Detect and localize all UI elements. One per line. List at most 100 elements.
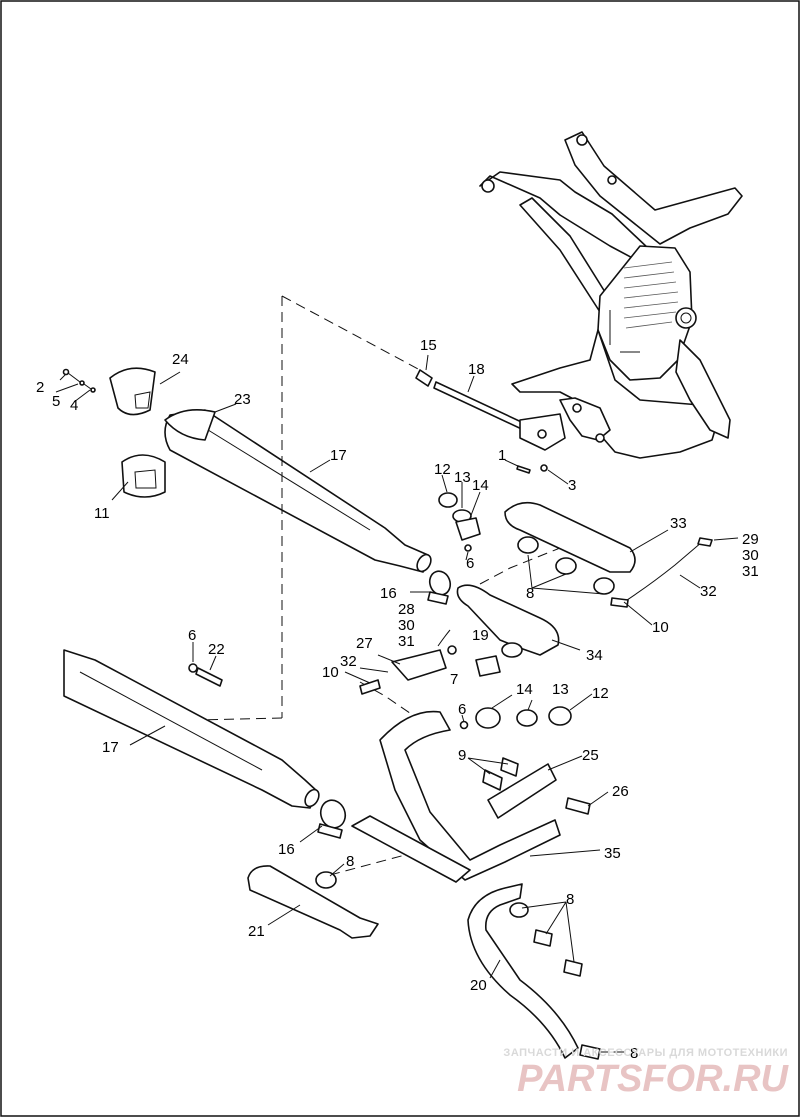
spring-8-f: [563, 959, 583, 977]
clamp-8-a: [517, 536, 539, 554]
label-34: 34: [586, 647, 603, 664]
label-8-left: 8: [346, 853, 354, 870]
watermark-tagline: ЗАПЧАСТИ И АКСЕССУАРЫ ДЛЯ МОТОТЕХНИКИ: [503, 1047, 788, 1059]
label-19: 19: [472, 627, 489, 644]
washer-3: [540, 464, 548, 472]
gasket-12-upper: [438, 492, 458, 508]
label-9: 9: [458, 747, 466, 764]
sensor-cable-mid: [437, 629, 451, 647]
label-8-upper: 8: [526, 585, 534, 602]
label-24: 24: [172, 351, 189, 368]
upper-muffler: [164, 409, 432, 573]
stud-22: [195, 667, 223, 687]
label-27: 27: [356, 635, 373, 652]
leader-lines: [55, 354, 739, 1053]
label-6-left: 6: [188, 627, 196, 644]
label-4: 4: [70, 397, 78, 414]
heat-shield-33: [504, 501, 636, 573]
lower-muffler: [63, 649, 320, 809]
label-6-upper: 6: [466, 555, 474, 572]
heat-shield-27: [391, 649, 447, 681]
spring-8-e: [533, 929, 553, 947]
label-28: 28: [398, 601, 415, 618]
gasket-12-lower: [548, 706, 572, 726]
label-6-middle: 6: [458, 701, 466, 718]
label-30-right: 30: [742, 547, 759, 564]
label-35: 35: [604, 845, 621, 862]
clamp-26: [565, 797, 591, 815]
label-15: 15: [420, 337, 437, 354]
label-31-right: 31: [742, 563, 759, 580]
watermark: ЗАПЧАСТИ И АКСЕССУАРЫ ДЛЯ МОТОТЕХНИКИ PA…: [468, 1047, 788, 1099]
label-30-left: 30: [398, 617, 415, 634]
clamp-8-d: [509, 902, 529, 918]
label-1: 1: [498, 447, 506, 464]
part-number-labels: 1 2 3 4 5 6 6 6 7 8 8 8 8 9 10 10 11 12 …: [36, 337, 759, 1062]
label-13-upper: 13: [454, 469, 471, 486]
label-33: 33: [670, 515, 687, 532]
label-22: 22: [208, 641, 225, 658]
assembly-line-bottom: [194, 717, 283, 721]
header-pipe-34: [456, 584, 560, 656]
label-10-upper: 10: [652, 619, 669, 636]
label-11: 11: [94, 505, 110, 522]
nut-7: [447, 645, 457, 655]
nut-6-upper: [464, 544, 472, 552]
rear-header-20: [467, 883, 579, 1059]
oxygen-sensor-10-upper: [610, 597, 629, 608]
label-23: 23: [234, 391, 251, 408]
label-8-bottom: 8: [630, 1045, 638, 1062]
label-17-upper: 17: [330, 447, 347, 464]
label-21: 21: [248, 923, 265, 940]
label-12-lower: 12: [592, 685, 609, 702]
assembly-line-top: [281, 295, 421, 371]
watermark-brand: PARTSFOR.RU: [517, 1058, 788, 1100]
clamp-8-lower-left: [315, 871, 337, 889]
label-20: 20: [470, 977, 487, 994]
spring-9-a: [482, 769, 503, 791]
nut-6-lower: [188, 663, 198, 673]
bolt-1: [516, 465, 531, 474]
label-16-upper: 16: [380, 585, 397, 602]
flange-14-upper: [455, 517, 481, 541]
label-2: 2: [36, 379, 44, 396]
end-cap-24: [109, 367, 156, 416]
label-31-left: 31: [398, 633, 415, 650]
label-3: 3: [568, 477, 576, 494]
label-18: 18: [468, 361, 485, 378]
label-32-lower: 32: [340, 653, 357, 670]
label-13-lower: 13: [552, 681, 569, 698]
flange-14-lower: [475, 707, 501, 729]
label-17-lower: 17: [102, 739, 119, 756]
label-8-right: 8: [566, 891, 574, 908]
small-fasteners-left: [62, 368, 96, 393]
label-7: 7: [450, 671, 458, 688]
sleeve-25: [487, 763, 557, 819]
pipe-21: [247, 865, 379, 939]
head-pipe-35: [379, 710, 561, 881]
clamp-8-c: [593, 577, 615, 595]
muffler-end-cap: [164, 409, 216, 441]
assembly-line-lower: [329, 854, 406, 876]
gasket-13-lower: [516, 709, 538, 727]
label-14-upper: 14: [472, 477, 489, 494]
label-25: 25: [582, 747, 599, 764]
header-outlet: [501, 642, 523, 658]
clamp-16-upper: [427, 570, 452, 605]
label-32-upper: 32: [700, 583, 717, 600]
label-14-lower: 14: [516, 681, 533, 698]
label-29: 29: [742, 531, 759, 548]
label-10-lower: 10: [322, 664, 339, 681]
sleeve-19: [475, 655, 501, 677]
spring-8-g: [579, 1044, 601, 1060]
label-26: 26: [612, 783, 629, 800]
label-12-upper: 12: [434, 461, 451, 478]
sensor-cable-upper: [623, 541, 703, 603]
assembly-line-mid: [479, 547, 561, 585]
nut-6-middle: [459, 720, 469, 730]
label-16-lower: 16: [278, 841, 295, 858]
label-5: 5: [52, 393, 60, 410]
support-rod-18: [415, 369, 566, 451]
